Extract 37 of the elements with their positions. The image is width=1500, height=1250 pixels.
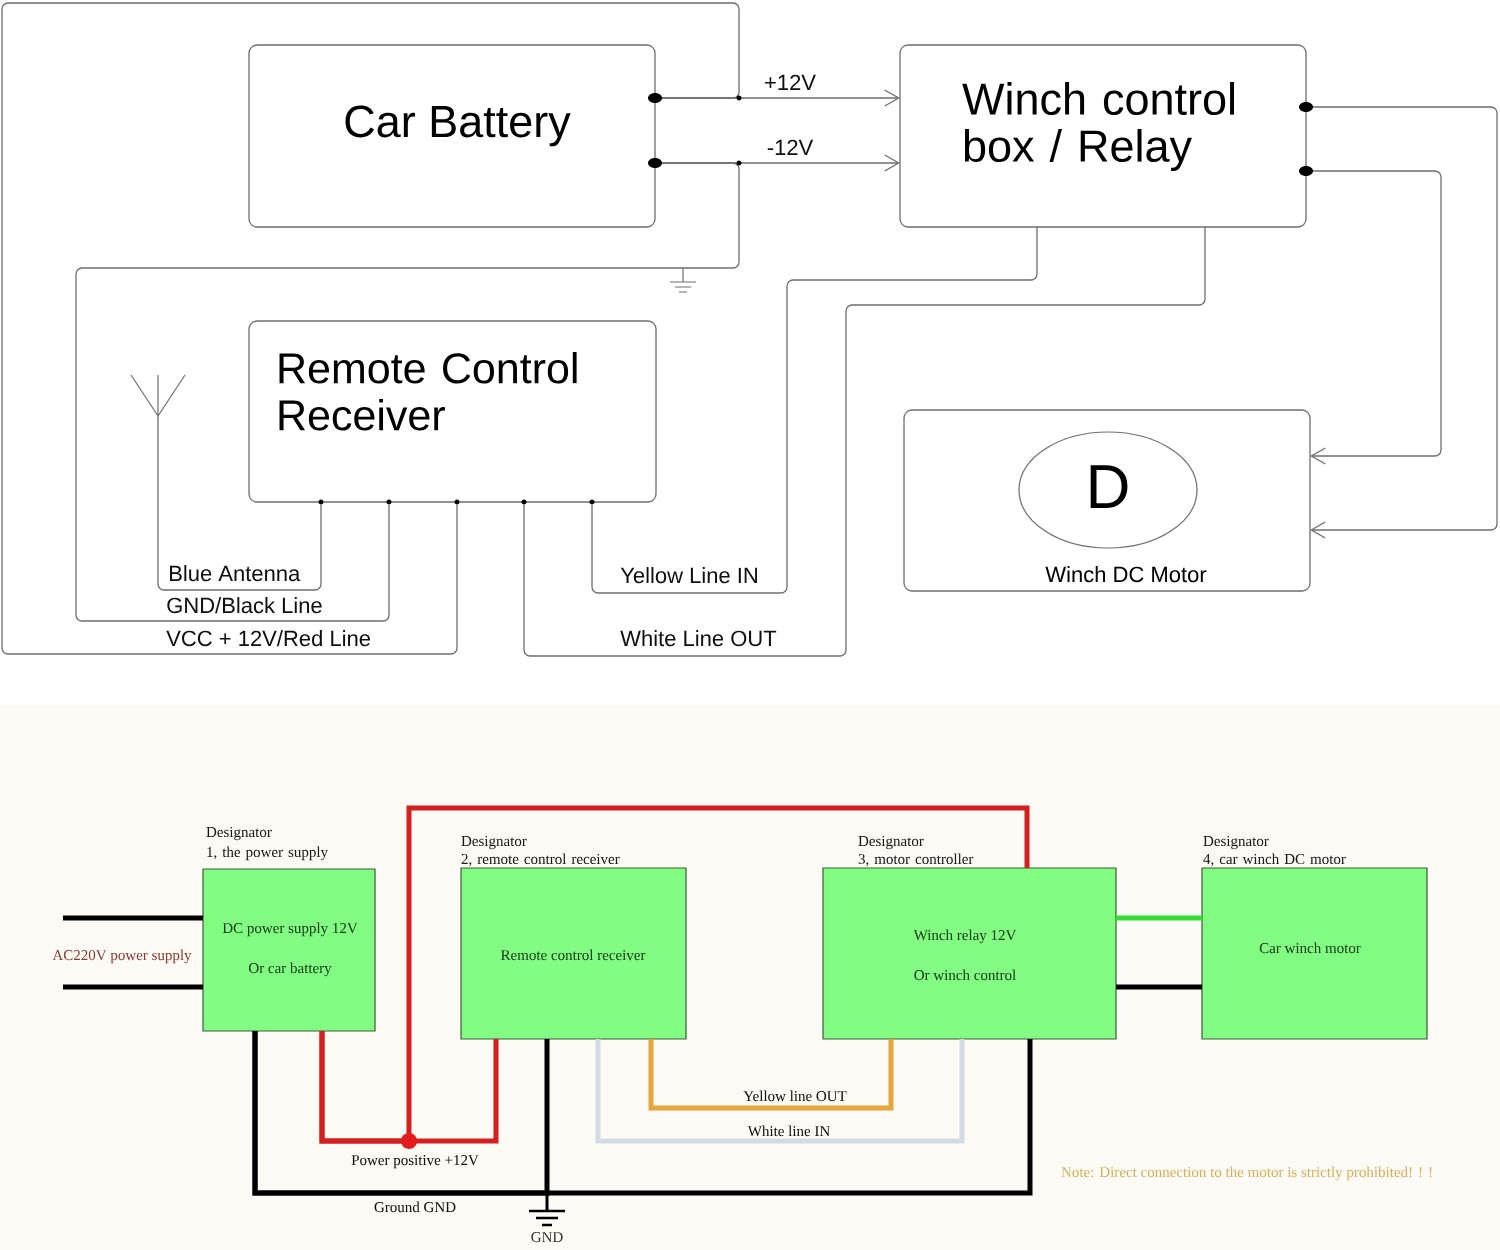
wire	[1116, 984, 1202, 990]
wire	[648, 1039, 894, 1111]
designator-label: Designator 1, the power supply	[206, 827, 328, 861]
wire	[595, 1039, 965, 1144]
wire	[157, 415, 322, 591]
wire	[523, 226, 1206, 657]
component-box: Remote control receiver	[460, 867, 687, 1040]
edge-label: Blue Antenna	[167, 564, 302, 583]
wire	[1, 2, 740, 655]
component-box: DC power supply 12V Or car battery	[202, 868, 376, 1032]
edge-label: -12V	[765, 138, 815, 156]
arrow	[1310, 106, 1498, 539]
wire	[319, 805, 1030, 1144]
designator-label: Designator 4, car winch DC motor	[1203, 836, 1346, 867]
battery-box: Car Battery	[248, 44, 656, 228]
receiver-box: Remote Control Receiver	[248, 320, 657, 503]
control-box: Winch control box / Relay	[899, 44, 1307, 228]
edge-label: Yellow Line IN	[619, 566, 760, 585]
edge-label: Power positive +12V	[350, 1154, 480, 1170]
wire	[75, 162, 740, 622]
edge-label: VCC + 12V/Red Line	[165, 629, 373, 648]
wire	[1116, 915, 1202, 921]
designator-label: Designator 3, motor controller	[858, 836, 974, 867]
edge-label: +12V	[763, 73, 817, 91]
warning-note: Note: Direct connection to the motor is strictly prohibited! ! !	[1061, 1166, 1432, 1181]
wire	[63, 984, 203, 990]
component-box: Car winch motor	[1201, 867, 1428, 1040]
wire	[252, 1031, 550, 1196]
ground-label: GND	[531, 1232, 563, 1243]
antenna-symbol	[130, 374, 186, 418]
edge-label: GND/Black Line	[165, 596, 324, 615]
component-box: Winch relay 12V Or winch control	[822, 867, 1117, 1040]
designator-label: Designator 2, remote control receiver	[461, 836, 620, 867]
arrow	[1310, 170, 1442, 465]
wire	[63, 915, 203, 921]
edge-label: White Line OUT	[619, 629, 778, 648]
wire	[591, 226, 1038, 594]
